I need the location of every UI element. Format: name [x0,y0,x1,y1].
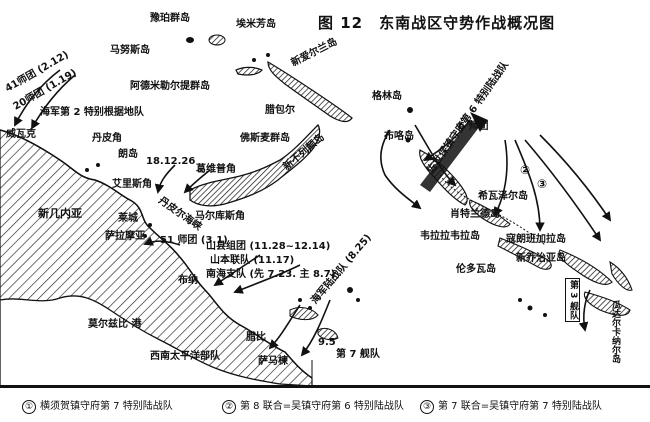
map-title: 图 12 东南战区守势作战概况图 [318,12,555,33]
legend-item-3: ③ 第 7 联合=吴镇守府第 7 特别陆战队 [420,397,602,414]
choiseul-island [469,199,511,228]
place-new-guinea: 新几内亚 [38,207,82,220]
place-finschhafen: 艾里斯角 [112,179,152,190]
legend-text-2: 第 8 联合=吴镇守府第 6 特别陆战队 [240,400,404,412]
place-admiralty: 阿德米勒尔提群岛 [130,81,210,92]
main-thrust-arrow [420,120,480,192]
place-rendova: 伦多瓦岛 [456,264,496,275]
place-lavongai: 豫珀群岛 [150,13,190,24]
new-georgia-island [497,237,552,270]
figure-title: 东南战区守势作战概况图 [379,14,556,32]
manus-island [235,66,263,76]
place-shortland: 肖特兰德岛 [450,209,500,220]
place-lae: 莱城 [118,213,138,224]
place-rabaul: 腊包尔 [265,105,295,116]
malaita-island [609,260,633,291]
unit-date-1226: 18.12.26 [146,156,196,167]
small-islands [85,53,547,317]
unit-sw-pacific: 西南太平洋部队 [150,351,220,362]
unit-navy-base2: 海军第 2 特别根据地队 [40,107,144,118]
place-mussau: 马努斯岛 [110,45,150,56]
bougainville-island [419,149,468,206]
new-ireland-island [267,60,353,123]
advance-arrows [14,69,612,357]
place-sio: 马尔库斯角 [195,211,245,222]
place-salamaua: 萨拉摩亚 [105,231,145,242]
new-britain-island [189,123,321,207]
place-wewak: 威瓦克 [6,129,36,140]
unit-circle2: ② [520,163,531,177]
unit-navy-third: 第 3 舰队 [565,278,580,322]
figure-number: 图 12 [318,14,364,32]
unit-fleet8-date: 9.5 [318,337,336,348]
place-madang: 朗岛 [118,149,138,160]
place-bougainville: 希瓦泽尔岛 [478,191,528,202]
place-jaluit: 佛斯麦群岛 [240,133,290,144]
place-samarai: 萨马楝 [258,356,288,367]
unit-div6: 6 师团 [458,121,489,132]
unit-circle3: ③ [537,177,548,191]
place-kolombangara: 寇朗班加拉岛 [506,234,566,245]
place-buka: 布咯岛 [384,131,414,142]
papua-south-coast [0,295,313,387]
place-buna: 布纳 [178,275,198,286]
emirau-island [208,34,226,46]
place-gasmata: 葛维普角 [196,164,236,175]
legend-item-2: ② 第 8 联合=吴镇守府第 6 特别陆战队 [222,397,404,414]
place-milne: 腊比 [246,332,266,343]
unit-yamamoto: 山本联队 (11.17) [210,255,295,266]
legend-item-1: ① 横须贺镇守府第 7 特别陆战队 [22,397,173,414]
legend-text-3: 第 7 联合=吴镇守府第 7 特别陆战队 [438,400,602,412]
place-green: 格林岛 [372,91,402,102]
legend-text-1: 横须贺镇守府第 7 特别陆战队 [40,400,173,412]
place-choiseul: 韦拉拉韦拉岛 [420,231,480,242]
legend-mark-3: ③ [420,399,434,414]
unit-yamagata: 山县组团 (11.28~12.14) [206,241,331,252]
new-guinea-coast-outline [0,129,313,379]
place-hansa: 丹皮角 [92,133,122,144]
isabel-island [558,249,613,285]
legend: ① 横须贺镇守府第 7 特别陆战队 ② 第 8 联合=吴镇守府第 6 特别陆战队 ③… [0,386,650,422]
place-moresby: 莫尔兹比 港 [88,319,142,330]
place-guadalcanal: 瓜达尔卡纳尔岛 [610,300,620,363]
guadalcanal-island [583,291,631,316]
unit-fleet7: 第 7 舰队 [336,349,380,360]
legend-mark-2: ② [222,399,236,414]
legend-mark-1: ① [22,399,36,414]
unit-div51: 51 师团 (3.1) [160,235,228,246]
unit-nankai: 南海支队 (先 7.23. 主 8.7) [206,269,336,280]
place-new-georgia: 新乔治亚岛 [516,253,566,264]
place-emirau: 埃米芳岛 [236,19,276,30]
